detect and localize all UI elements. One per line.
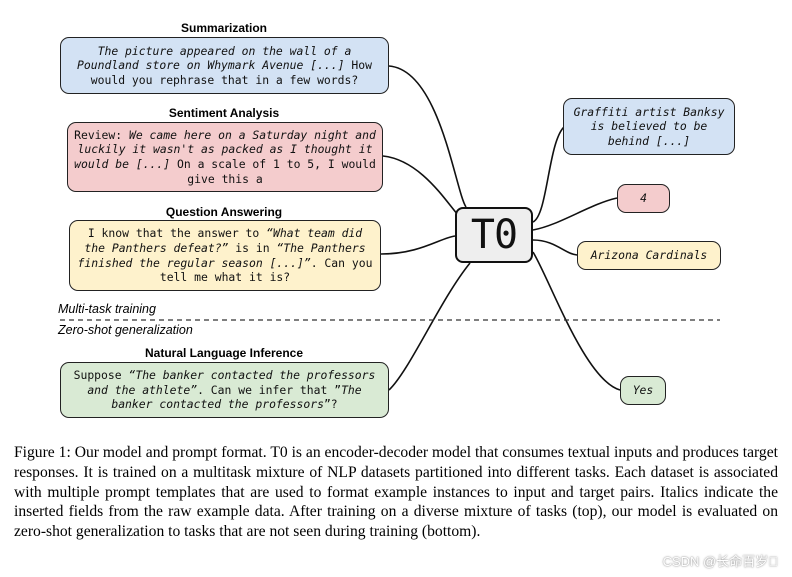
prompt-segment: “The banker contacted the professors and… [87, 368, 376, 397]
prompt-segment: We came here on a Saturday night and luc… [74, 127, 376, 171]
prompt-segment: is in [228, 240, 277, 255]
heading-qa: Question Answering [165, 205, 283, 219]
connector-nli-in [388, 262, 471, 391]
heading-sentiment: Sentiment Analysis [168, 106, 280, 120]
prompt-segment: . Can you tell me what it is? [159, 255, 373, 285]
figure: Summarization The picture appeared on th… [58, 21, 735, 418]
connector-qa-in [380, 235, 456, 255]
prompt-segment: Suppose [73, 368, 129, 383]
target-sentiment-text: 4 [640, 191, 647, 206]
prompt-segment: “The Panthers finished the regular seaso… [77, 240, 366, 270]
prompt-segment: Review: [74, 127, 129, 142]
prompt-sentiment: Review: We came here on a Saturday night… [67, 122, 383, 192]
prompt-qa: I know that the answer to “What team did… [69, 220, 381, 291]
prompt-summarization: The picture appeared on the wall of a Po… [60, 37, 389, 94]
prompt-segment: The picture appeared on the wall of a Po… [77, 43, 352, 73]
prompt-nli: Suppose “The banker contacted the profes… [60, 362, 389, 418]
prompt-nli-text: Suppose “The banker contacted the profes… [67, 368, 382, 412]
target-nli-text: Yes [632, 383, 654, 398]
connector-nli-out [532, 251, 621, 391]
watermark: CSDN @长命百岁  [662, 554, 778, 569]
model-box: T0 [455, 207, 533, 263]
target-summarization: Graffiti artist Banksy is believed to be… [563, 98, 735, 155]
target-sentiment: 4 [617, 184, 670, 213]
label-zeroshot: Zero-shot generalization [58, 323, 193, 337]
prompt-segment: On a scale of 1 to 5, I would give this … [170, 157, 376, 186]
connector-summarization-out [532, 125, 566, 223]
prompt-sentiment-text: Review: We came here on a Saturday night… [74, 128, 376, 186]
prompt-qa-text: I know that the answer to “What team did… [76, 226, 374, 284]
connector-summarization-in [388, 65, 467, 208]
prompt-segment: The banker contacted the professors [111, 382, 362, 412]
connector-sentiment-in [382, 155, 459, 216]
prompt-segment: ”? [323, 397, 338, 412]
connector-qa-out [532, 239, 578, 256]
label-multitask-training: Multi-task training [58, 302, 156, 316]
prompt-summarization-text: The picture appeared on the wall of a Po… [67, 44, 382, 88]
prompt-segment: “What team did the Panthers defeat?” [84, 226, 363, 255]
connector-lines [60, 65, 720, 391]
prompt-segment: How would you rephrase that in a few wor… [90, 58, 372, 87]
prompt-segment: . Can we infer that ” [197, 382, 342, 397]
target-qa: Arizona Cardinals [577, 241, 721, 270]
target-qa-text: Arizona Cardinals [590, 248, 708, 263]
prompt-segment: I know that the answer to [87, 226, 267, 241]
target-nli: Yes [620, 376, 666, 405]
connector-sentiment-out [532, 197, 618, 231]
target-summarization-text: Graffiti artist Banksy is believed to be… [573, 104, 725, 148]
heading-summarization: Summarization [180, 21, 268, 35]
heading-nli: Natural Language Inference [144, 346, 304, 360]
figure-caption: Figure 1: Our model and prompt format. T… [14, 444, 778, 541]
